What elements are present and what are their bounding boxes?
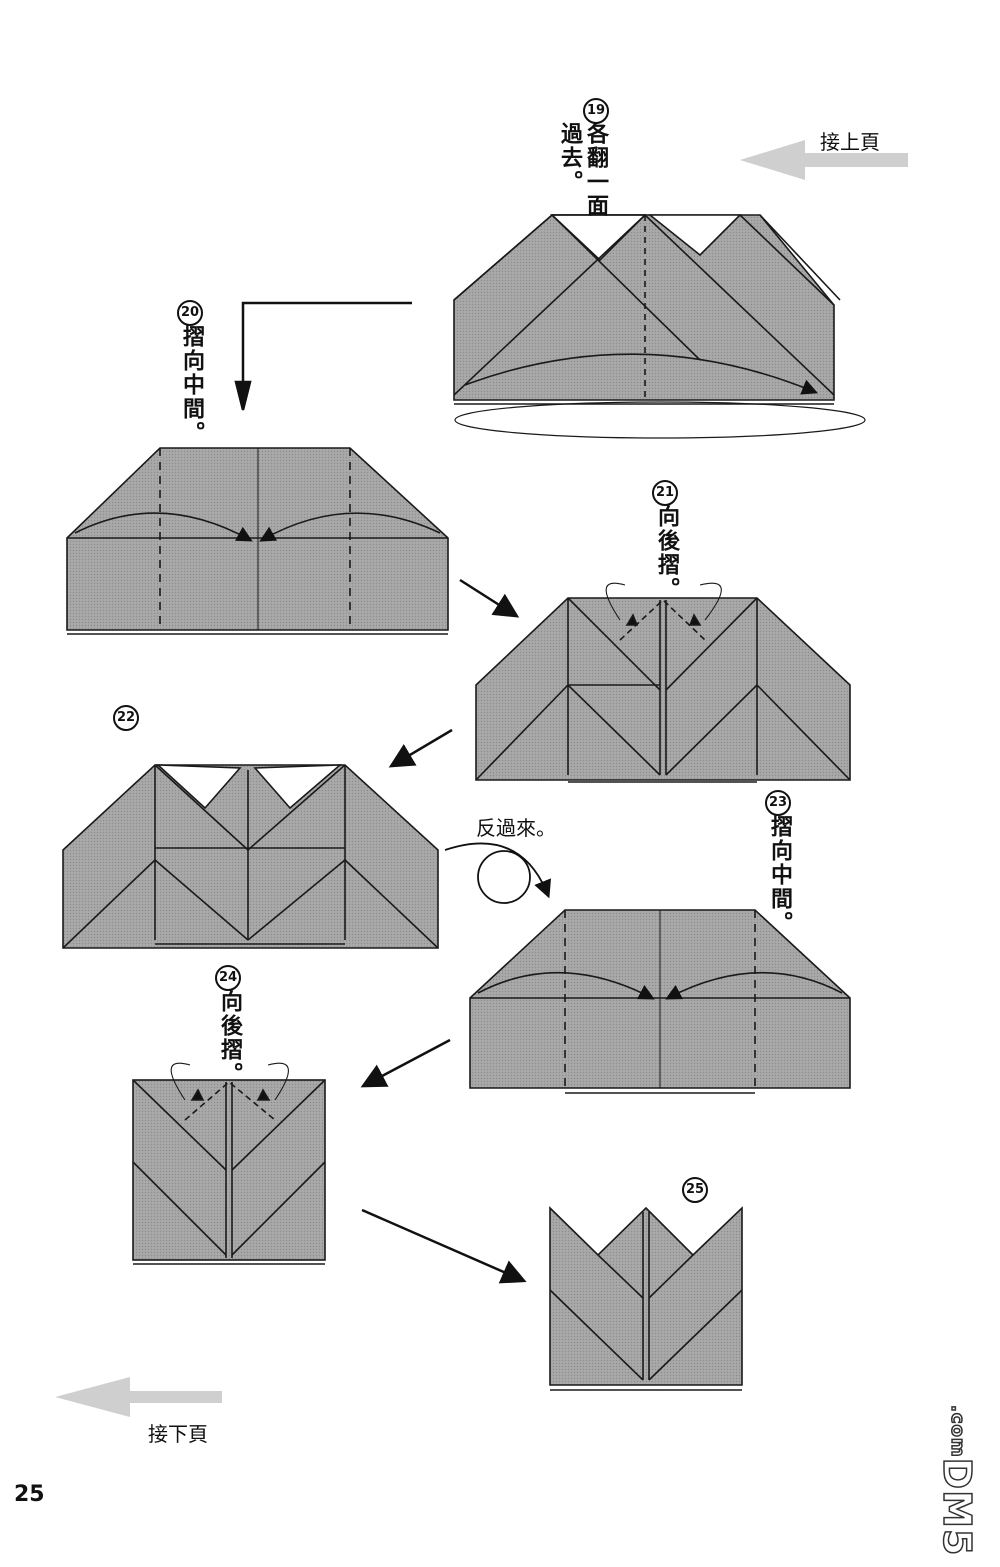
- prev-page-label: 接上頁: [820, 130, 880, 154]
- step-20-figure: [66, 447, 449, 635]
- step-24-figure: [132, 1062, 326, 1265]
- step-number-19: 19: [583, 98, 609, 124]
- prev-page-arrow: [740, 140, 908, 180]
- step-25-figure: [549, 1206, 743, 1391]
- step-number-24: 24: [215, 965, 241, 991]
- arrow-20-to-21: [459, 578, 520, 618]
- next-page-label: 接下頁: [148, 1422, 208, 1446]
- watermark: .comDM5: [934, 1404, 980, 1557]
- step-23-instruction: 摺向中間。: [767, 815, 792, 935]
- arrow-21-to-22: [388, 728, 453, 768]
- step-number-20: 20: [177, 300, 203, 326]
- step-24-instruction: 向後摺。: [217, 990, 242, 1086]
- step-20-instruction: 摺向中間。: [179, 325, 204, 445]
- watermark-suffix: .com: [946, 1404, 969, 1458]
- turn-over-label: 反過來。: [476, 816, 556, 840]
- turn-over-symbol: [444, 842, 551, 904]
- page-number: 25: [14, 1482, 45, 1507]
- arrow-23-to-24: [360, 1038, 451, 1088]
- step-22-figure: [62, 764, 439, 949]
- step-19-figure: [453, 213, 866, 439]
- step-number-25: 25: [682, 1177, 708, 1203]
- step-21-figure: [475, 582, 851, 783]
- arrow-24-to-25: [361, 1208, 527, 1284]
- watermark-main: DM5: [934, 1457, 980, 1557]
- step-number-22: 22: [113, 705, 139, 731]
- next-page-arrow: [55, 1377, 222, 1417]
- step-21-instruction: 向後摺。: [654, 505, 679, 601]
- step-number-21: 21: [652, 480, 678, 506]
- step-19-instruction: 各翻一面過去。: [557, 122, 608, 218]
- step-number-23: 23: [765, 790, 791, 816]
- arrow-19-to-20: [234, 301, 412, 411]
- step-23-figure: [469, 909, 851, 1094]
